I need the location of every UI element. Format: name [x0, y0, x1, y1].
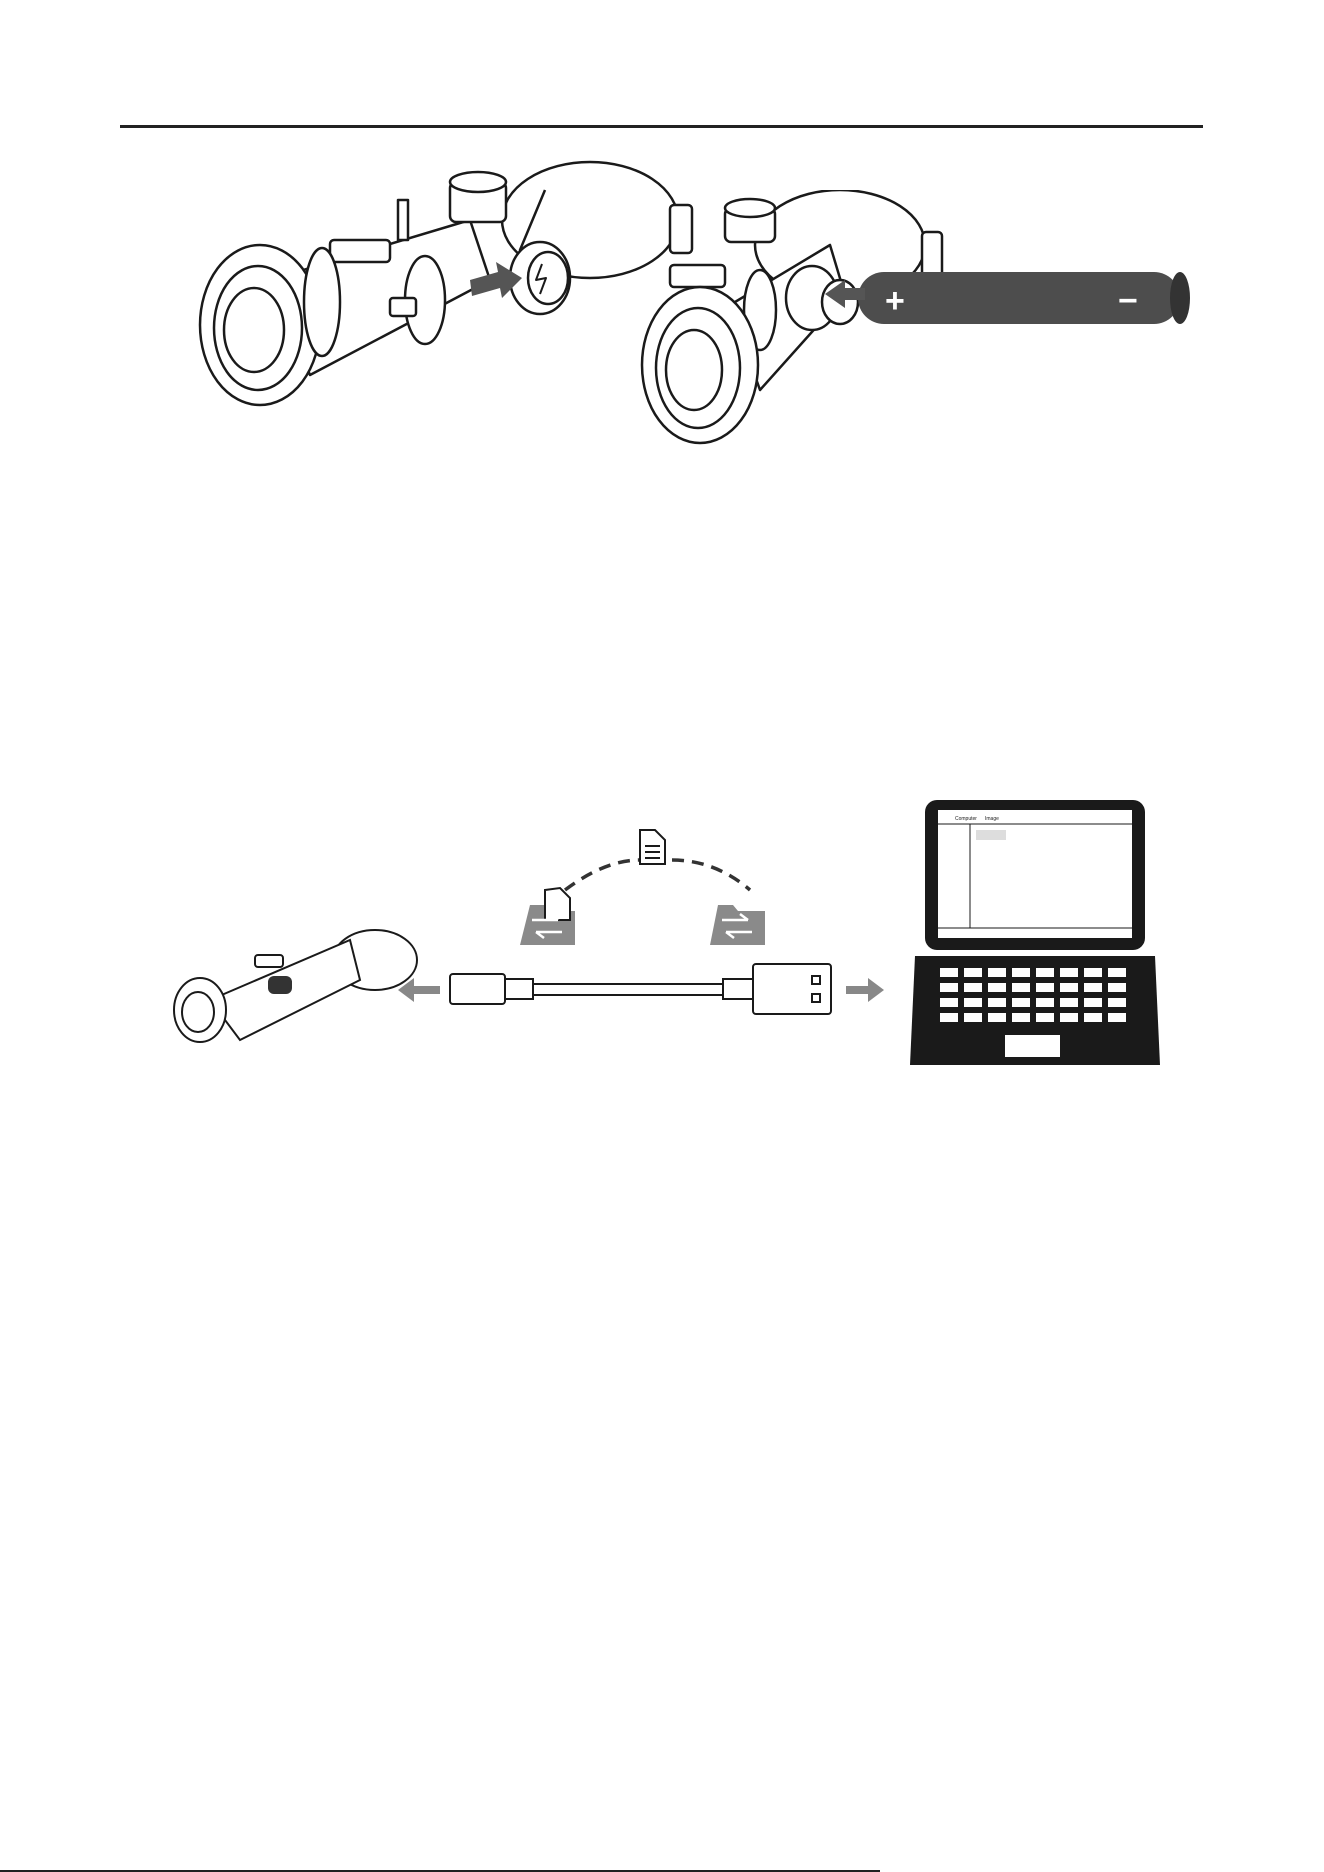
- laptop-icon: Computer Image: [910, 800, 1160, 1065]
- scope-open-cap-illustration: [150, 160, 710, 430]
- usb-c-connector: [450, 974, 505, 1004]
- laptop-breadcrumb-1: Computer: [955, 816, 977, 822]
- header-rule: [120, 125, 1203, 128]
- usb-a-connector: [753, 964, 831, 1014]
- usb-transfer-illustration: Computer Image: [150, 790, 1170, 1090]
- battery-minus-label: −: [1118, 282, 1138, 320]
- scope-insert-battery-illustration: + −: [630, 190, 1190, 450]
- folder-transfer-icon-left: [520, 888, 575, 945]
- document-icon: [640, 830, 665, 864]
- battery-plus-label: +: [885, 282, 905, 320]
- arrow-right-icon: [846, 978, 884, 1002]
- folder-transfer-icon-right: [710, 905, 765, 945]
- laptop-breadcrumb-2: Image: [985, 816, 999, 822]
- small-scope-icon: [174, 930, 417, 1042]
